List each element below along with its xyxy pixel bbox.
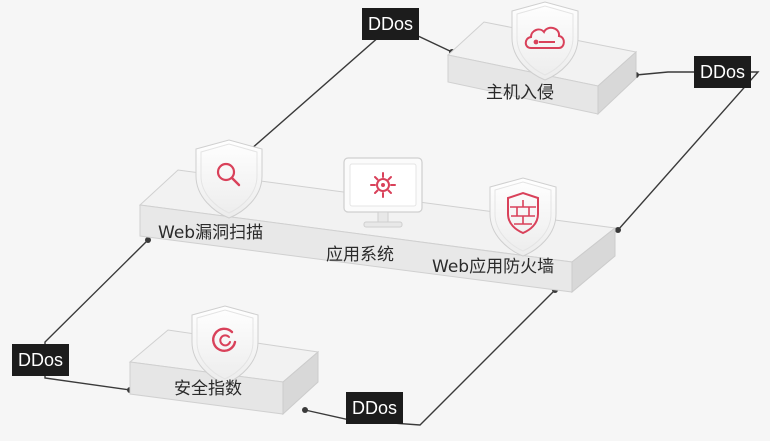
host-intrusion-label: 主机入侵: [486, 83, 554, 103]
cloud-key-icon: [511, 1, 579, 81]
firewall-icon: [489, 177, 557, 257]
app-system-label: 应用系统: [326, 245, 394, 265]
magnifier-icon: [195, 139, 263, 219]
ddos-tag-bottom-left: DDos: [12, 344, 70, 376]
line-host-to-firewall: [617, 71, 760, 231]
web-vuln-scan-label: Web漏洞扫描: [158, 223, 264, 243]
web-app-firewall-label: Web应用防火墙: [432, 257, 555, 277]
line-host-to-scan: [249, 35, 453, 151]
security-index-label: 安全指数: [174, 379, 242, 399]
ddos-tag-top-left: DDos: [362, 8, 420, 40]
monitor-gear-icon: [343, 157, 423, 228]
gauge-icon: [191, 305, 259, 385]
line-firewall-to-index: [304, 289, 556, 426]
ddos-tag-top-right: DDos: [694, 56, 752, 88]
ddos-tag-bottom-right: DDos: [346, 392, 404, 424]
